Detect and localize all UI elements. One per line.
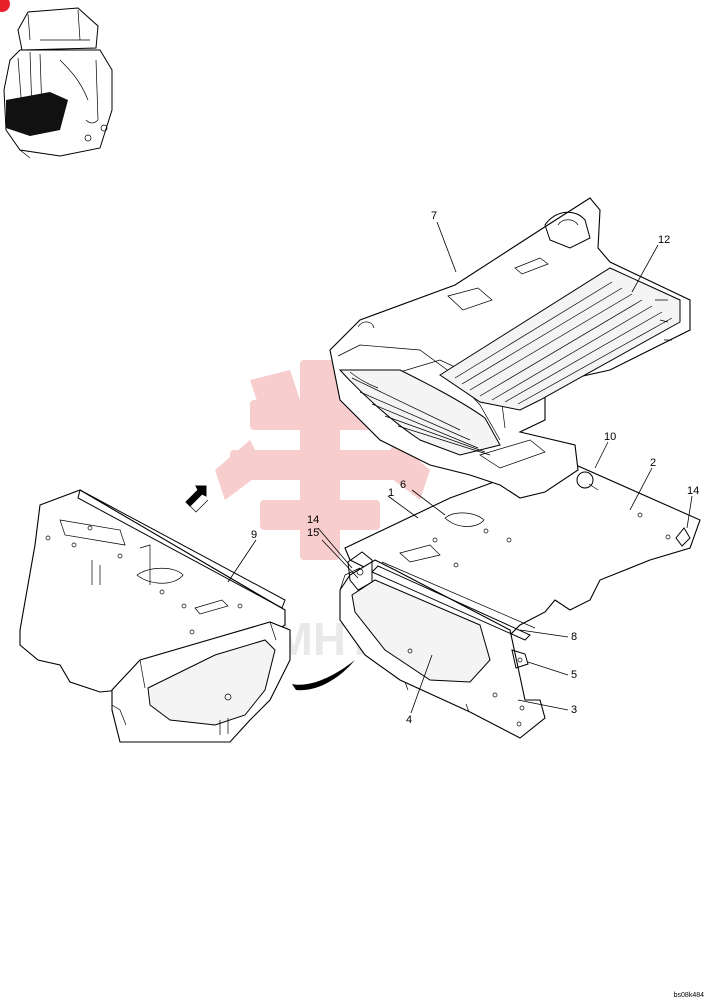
callout-14-right: 14 [687,485,699,497]
callout-3: 3 [571,704,577,716]
locator-badge [0,0,10,12]
drawing-code: bs08k484 [674,992,704,999]
callout-10: 10 [604,431,616,443]
callout-12: 12 [658,234,670,246]
callout-9: 9 [251,529,257,541]
callout-8: 8 [571,631,577,643]
callout-2: 2 [650,457,656,469]
leader-lines [227,221,693,714]
callout-6: 6 [400,479,406,491]
machine-locator-icon [0,0,113,159]
callout-14-left: 14 [307,514,319,526]
view-direction-arrow-icon [185,485,209,513]
left-view-side-panel [111,621,291,743]
callout-5: 5 [571,669,577,681]
floor-mat-assembly [329,197,691,499]
callout-1: 1 [388,487,394,499]
callout-15: 15 [307,527,319,539]
side-panel [339,471,599,739]
callout-7: 7 [431,210,437,222]
callout-4: 4 [406,714,412,726]
assembly-arrow-icon [292,660,355,691]
watermark-logo [215,360,430,560]
